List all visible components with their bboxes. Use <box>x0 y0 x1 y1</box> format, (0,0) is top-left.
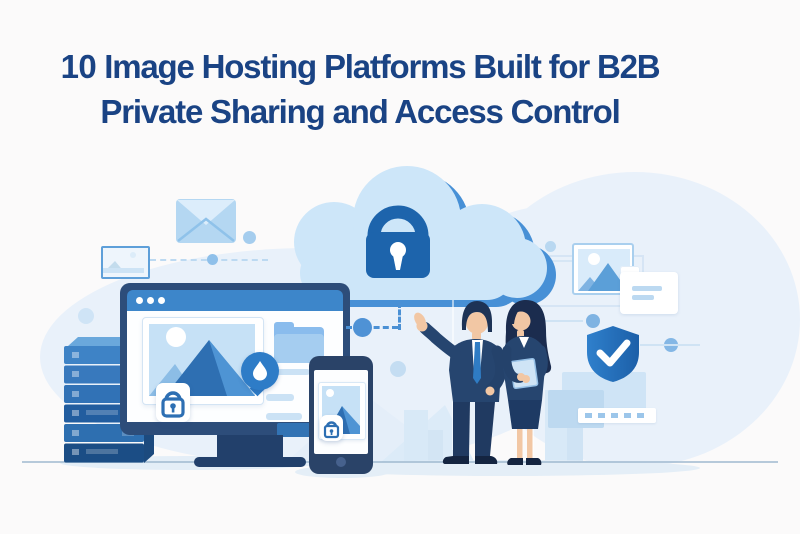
monitor-stand <box>217 435 283 458</box>
ground-line <box>22 461 778 463</box>
photo-frame-art <box>103 252 144 273</box>
folder-card-icon <box>620 272 678 314</box>
page-title: 10 Image Hosting Platforms Built for B2B… <box>20 44 700 134</box>
caption-strip <box>578 408 656 423</box>
title-line1: 10 Image Hosting Platforms Built for B2B <box>60 48 661 85</box>
woman-figure <box>502 300 552 465</box>
faint-line <box>545 320 583 322</box>
phone-home-button <box>336 457 346 467</box>
text-line <box>632 286 662 291</box>
dashed-text-row <box>585 413 649 418</box>
faint-line <box>640 344 700 346</box>
cloud-lock-icon <box>294 166 556 307</box>
droplet <box>253 361 267 381</box>
deco-dot <box>390 361 406 377</box>
server-indicators <box>72 352 79 455</box>
faint-line <box>538 260 578 262</box>
text-line <box>632 295 654 300</box>
text-bar <box>276 369 310 375</box>
deco-dot <box>78 308 94 324</box>
ground-shadow <box>310 460 700 476</box>
connector-dot <box>586 314 600 328</box>
accent-bar <box>277 423 311 437</box>
deco-dot <box>243 231 256 244</box>
photo-frame-icon-small <box>101 246 150 279</box>
deco-dot <box>545 241 556 252</box>
folder-icon <box>274 322 294 331</box>
padlock-icon <box>366 205 430 278</box>
title-line1-text: Image Hosting Platforms Built for B2B <box>96 48 660 85</box>
checkmark <box>596 339 631 367</box>
title-line2: Private Sharing and Access Control <box>100 93 620 130</box>
keyhole <box>390 242 406 258</box>
text-bar <box>266 394 294 401</box>
title-number: 10 <box>60 48 97 85</box>
monitor-base <box>194 457 306 467</box>
location-pin-icon <box>241 352 279 390</box>
connector-node <box>353 318 372 337</box>
business-people-icon <box>414 300 552 465</box>
padlock-badge-icon-small <box>320 415 343 441</box>
dashed-connector-horizontal <box>346 326 398 329</box>
connector-dot <box>207 254 218 265</box>
shield-check-icon <box>587 326 639 382</box>
padlock-badge-icon <box>156 383 190 422</box>
envelope-icon <box>176 199 236 243</box>
browser-titlebar <box>127 290 343 311</box>
window-dot <box>147 297 154 304</box>
man-figure <box>414 301 507 464</box>
window-dot <box>158 297 165 304</box>
city-building <box>404 410 428 463</box>
dashed-connector-vertical <box>398 302 401 330</box>
city-building <box>428 430 443 463</box>
text-bar <box>266 413 302 420</box>
window-dot <box>136 297 143 304</box>
